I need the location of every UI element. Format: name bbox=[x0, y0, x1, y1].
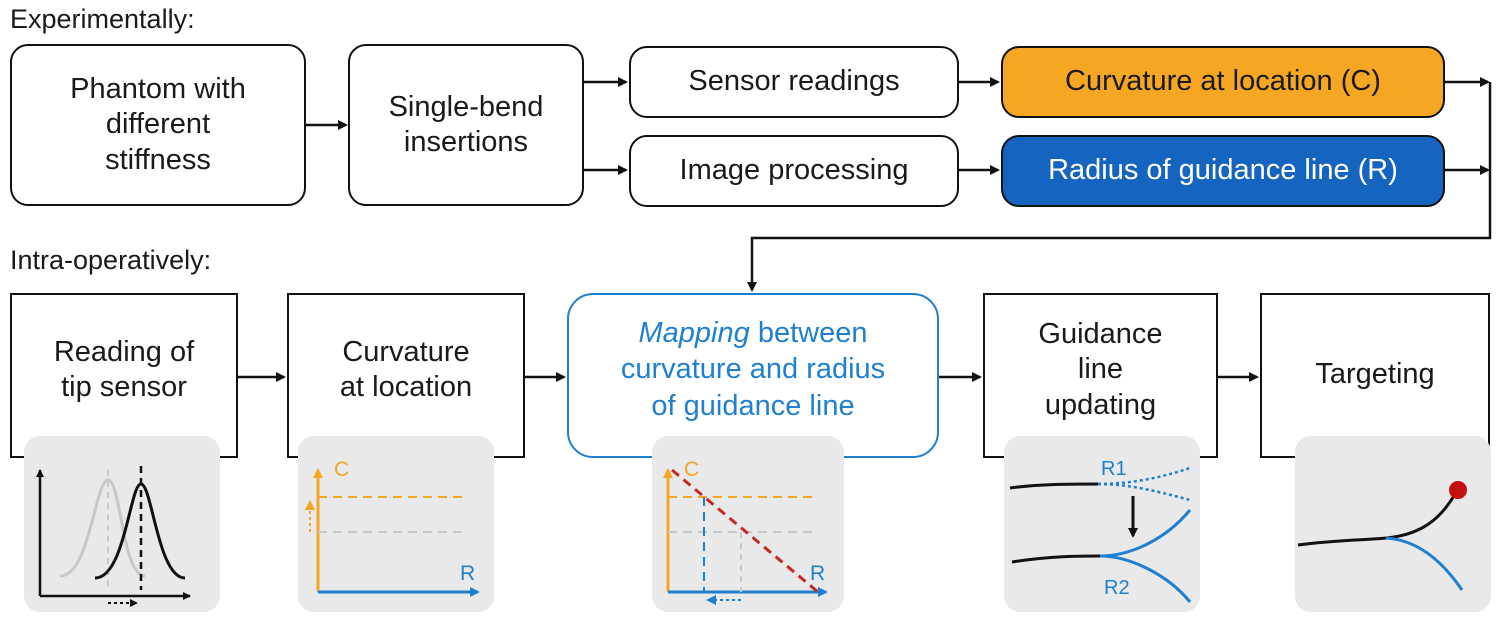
image-processing-box: Image processing bbox=[629, 135, 959, 207]
phantom-stiffness-box: Phantom with different stiffness bbox=[10, 44, 306, 206]
intra-operatively-label: Intra-operatively: bbox=[10, 245, 212, 275]
curvature-plot-r-label: R bbox=[460, 562, 475, 585]
curvature-plot-panel bbox=[298, 436, 494, 612]
mapping-rest-text: between curvature and radius of guidance… bbox=[620, 317, 886, 422]
targeting-box: Targeting bbox=[1260, 293, 1490, 458]
guidance-update-plot-panel bbox=[1004, 436, 1200, 612]
mapping-plot-c-label: C bbox=[684, 458, 699, 481]
target-dot bbox=[1449, 481, 1467, 499]
reading-tip-sensor-box: Reading of tip sensor bbox=[10, 293, 238, 458]
mapping-italic-text: Mapping bbox=[638, 317, 750, 349]
single-bend-insertions-box: Single-bend insertions bbox=[348, 44, 584, 206]
targeting-plot bbox=[1297, 481, 1467, 591]
mapping-plot-panel bbox=[652, 436, 844, 612]
mapping-plot: C R bbox=[663, 458, 828, 605]
guidance-update-plot: R1 R2 bbox=[1009, 458, 1192, 603]
sensor-peak-plot bbox=[36, 466, 191, 607]
arrow-to-mapping bbox=[747, 82, 1492, 292]
mapping-box: Mapping between curvature and radius of … bbox=[567, 293, 939, 458]
curvature-plot-c-label: C bbox=[334, 458, 349, 481]
experimentally-label: Experimentally: bbox=[10, 4, 195, 34]
radius-guidance-line-r-box: Radius of guidance line (R) bbox=[1001, 135, 1445, 207]
sensor-readings-box: Sensor readings bbox=[629, 46, 959, 118]
curvature-plot: C R bbox=[305, 458, 480, 597]
curvature-at-location-box: Curvature at location bbox=[287, 293, 525, 458]
curvature-at-location-c-box: Curvature at location (C) bbox=[1001, 46, 1445, 118]
mapping-plot-r-label: R bbox=[810, 562, 825, 585]
r2-label: R2 bbox=[1104, 577, 1130, 599]
guidance-line-updating-box: Guidance line updating bbox=[983, 293, 1218, 458]
r1-label: R1 bbox=[1101, 458, 1127, 480]
